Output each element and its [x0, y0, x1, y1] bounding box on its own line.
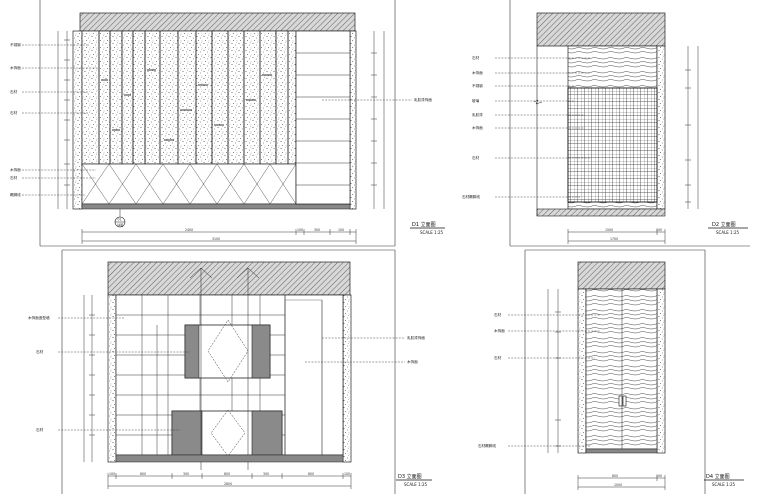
- lower-frame-right-block: [251, 410, 283, 456]
- elevation-view-d3: 木饰面造型墙 石材 石材 乳胶漆饰面 木饰面 100 600 300 800 3…: [28, 249, 432, 494]
- svg-text:石材: 石材: [10, 175, 18, 180]
- svg-text:详图: 详图: [117, 223, 123, 228]
- view-scale-d4: SCALE 1:25: [712, 482, 736, 487]
- svg-text:石材: 石材: [10, 89, 18, 94]
- ceiling-hatch: [79, 12, 356, 32]
- ceiling-hatch: [536, 12, 666, 47]
- leader-labels-d4: 石材 木饰面 石材 石材踢脚线: [478, 312, 505, 448]
- svg-text:石材踢脚线: 石材踢脚线: [478, 443, 496, 448]
- svg-text:木饰面: 木饰面: [494, 328, 505, 333]
- svg-text:木饰面: 木饰面: [472, 70, 483, 75]
- dim-d3-1: 100: [109, 472, 115, 476]
- dim-d1-total: 3100: [212, 237, 220, 241]
- elevation-view-d2: 石材 木饰面 不锈钢 玻璃 乳胶漆 木饰面 石材 石材踢脚线 1500 100 …: [462, 0, 750, 247]
- leader-labels-d1: 不锈钢 木饰面 石材 石材 木饰面 石材 踢脚线 乳胶漆饰面: [10, 42, 432, 197]
- dim-d2-total: 1700: [610, 237, 618, 241]
- view-scale-d1: SCALE 1:25: [420, 230, 444, 235]
- dim-d1-1: 2400: [185, 228, 193, 232]
- svg-text:木饰面: 木饰面: [10, 167, 21, 172]
- svg-text:石材: 石材: [10, 110, 18, 115]
- svg-text:01: 01: [118, 218, 122, 222]
- leader-lines-d3: [58, 317, 405, 431]
- dim-d3-total: 2800: [224, 482, 232, 486]
- skirting-d4: [585, 448, 658, 454]
- view-scale-d3: SCALE 1:25: [404, 482, 428, 487]
- dim-d1-2: 100: [297, 228, 303, 232]
- wall-right-section: [656, 288, 666, 454]
- leader-lines-d2: [495, 57, 590, 198]
- stone-panel-area: [81, 30, 297, 165]
- svg-text:乳胶漆: 乳胶漆: [472, 112, 483, 117]
- wood-panel-area: [585, 288, 658, 450]
- view-title-d4: D4 立面图: [706, 473, 730, 480]
- dim-d1-4: 100: [338, 228, 344, 232]
- dim-d3-2: 600: [140, 472, 146, 476]
- dim-d4-total: 1000: [614, 483, 622, 487]
- section-callout: 01 详图: [114, 209, 126, 228]
- vertical-metal-strips: [98, 31, 289, 164]
- dim-d1-3: 300: [314, 228, 320, 232]
- view-title-d1: D1 立面图: [412, 221, 436, 228]
- elevation-view-d4: 石材 木饰面 石材 石材踢脚线 800 100 1000 D4 立面图 SCAL…: [478, 249, 744, 494]
- elevation-view-d1: 不锈钢 木饰面 石材 石材 木饰面 石材 踢脚线 乳胶漆饰面 01 详图 240…: [10, 0, 445, 247]
- svg-text:不锈钢: 不锈钢: [472, 83, 483, 88]
- svg-text:石材: 石材: [472, 55, 480, 60]
- wall-left-section: [72, 30, 83, 210]
- door-handle: [618, 395, 623, 407]
- wall-right-section: [342, 294, 352, 463]
- leader-labels-d3: 木饰面造型墙 石材 石材 乳胶漆饰面 木饰面: [28, 315, 425, 432]
- lower-cabinet: [81, 163, 297, 205]
- dim-d4-1: 800: [612, 474, 618, 478]
- svg-text:木饰面: 木饰面: [472, 125, 483, 130]
- dim-d2-1: 1500: [605, 228, 613, 232]
- svg-text:乳胶漆饰面: 乳胶漆饰面: [414, 97, 432, 102]
- leader-lines-d1: [22, 44, 412, 196]
- dim-d3-4: 800: [224, 472, 230, 476]
- view-title-d3: D3 立面图: [398, 473, 422, 480]
- dim-d2-2: 100: [656, 228, 662, 232]
- svg-text:玻璃: 玻璃: [472, 98, 480, 103]
- dim-d3-7: 100: [344, 472, 350, 476]
- lattice-screen: [567, 87, 658, 203]
- svg-text:木饰面: 木饰面: [10, 65, 21, 70]
- door-handle: [622, 395, 627, 407]
- svg-text:石材: 石材: [494, 312, 502, 317]
- view-scale-d2: SCALE 1:25: [716, 230, 740, 235]
- lower-frame-left-block: [171, 410, 203, 456]
- dim-d3-6: 600: [308, 472, 314, 476]
- wall-right-section: [656, 45, 666, 210]
- upper-frame-left-block: [184, 324, 200, 379]
- svg-text:石材: 石材: [36, 427, 44, 432]
- dim-d4-2: 100: [656, 474, 662, 478]
- skirting-d1: [81, 203, 351, 210]
- skirting-d3: [115, 454, 344, 463]
- svg-text:石材: 石材: [472, 155, 480, 160]
- svg-text:木饰面: 木饰面: [407, 359, 418, 364]
- ceiling-hatch: [577, 261, 666, 290]
- svg-text:踢脚线: 踢脚线: [10, 192, 21, 197]
- dim-d3-3: 300: [183, 472, 189, 476]
- svg-text:石材: 石材: [36, 349, 44, 354]
- svg-text:石材: 石材: [494, 355, 502, 360]
- svg-text:木饰面造型墙: 木饰面造型墙: [28, 315, 50, 320]
- dim-d3-5: 300: [263, 472, 269, 476]
- view-title-d2: D2 立面图: [712, 221, 736, 228]
- right-panel-grid: [295, 30, 351, 205]
- leader-labels-d2: 石材 木饰面 不锈钢 玻璃 乳胶漆 木饰面 石材 石材踢脚线: [462, 55, 483, 199]
- svg-text:石材踢脚线: 石材踢脚线: [462, 194, 480, 199]
- tall-cabinet: [284, 294, 344, 456]
- leader-lines-d4: [508, 314, 600, 447]
- svg-text:不锈钢: 不锈钢: [10, 42, 21, 47]
- upper-frame-right-block: [251, 324, 271, 379]
- ceiling-hatch: [107, 261, 351, 296]
- wall-left-section: [107, 294, 117, 463]
- wall-right-section: [349, 30, 357, 210]
- wall-left-section: [577, 288, 587, 454]
- cabinet-diagonals: [81, 163, 297, 205]
- floor-slab: [536, 208, 666, 217]
- svg-text:乳胶漆饰面: 乳胶漆饰面: [407, 335, 425, 340]
- shelf-marks: [101, 69, 272, 141]
